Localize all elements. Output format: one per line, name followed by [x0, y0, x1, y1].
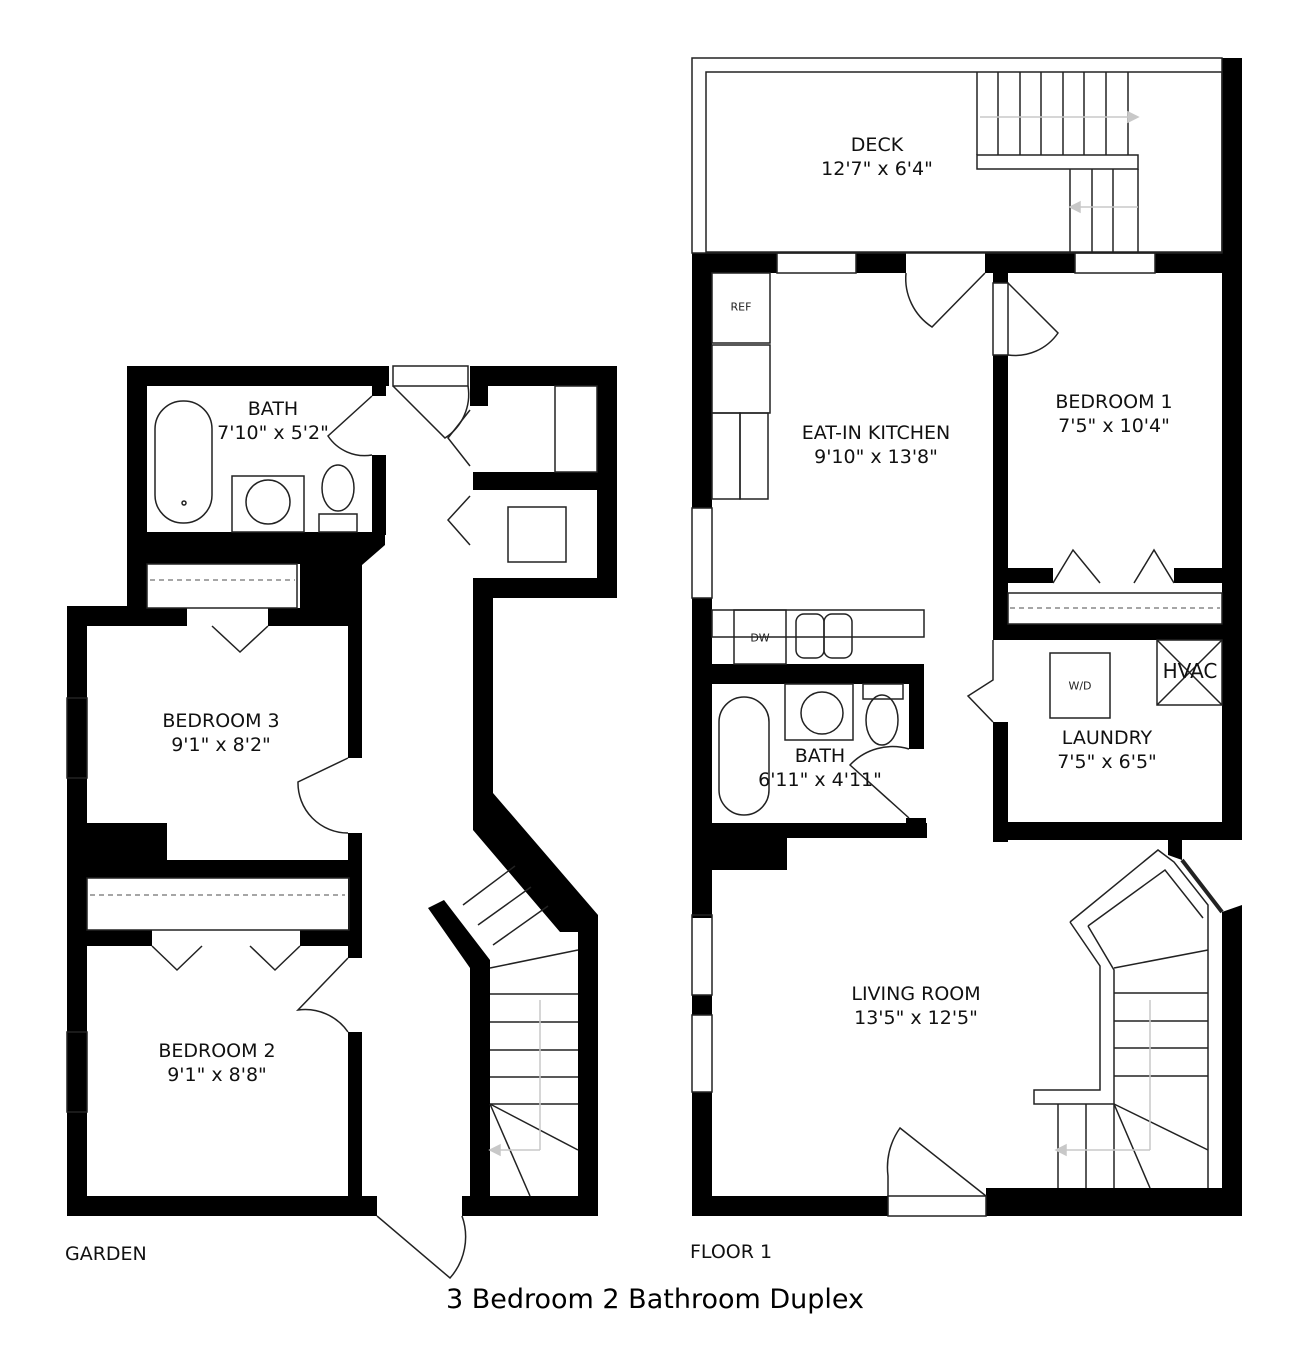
room-dims: 7'10" x 5'2"	[217, 422, 329, 444]
garden-floor	[67, 366, 617, 1216]
plan-title: 3 Bedroom 2 Bathroom Duplex	[445, 1284, 865, 1315]
floor-label-garden: GARDEN	[65, 1243, 147, 1265]
room-name: DECK	[850, 134, 904, 156]
room-label-living-room: LIVING ROOM 13'5" x 12'5"	[851, 982, 980, 1030]
room-dims: 7'5" x 10'4"	[1058, 415, 1170, 437]
room-name: LAUNDRY	[1061, 727, 1153, 749]
hvac-label: HVAC	[1162, 659, 1218, 683]
room-dims: 9'1" x 8'2"	[171, 734, 271, 756]
dishwasher-label: DW	[750, 631, 770, 645]
room-label-bedroom-3: BEDROOM 3 9'1" x 8'2"	[162, 709, 279, 757]
floor-label-floor-1: FLOOR 1	[690, 1241, 773, 1263]
room-dims: 9'1" x 8'8"	[167, 1064, 267, 1086]
room-name: EAT-IN KITCHEN	[801, 422, 951, 444]
room-name: BEDROOM 2	[158, 1040, 276, 1062]
room-name: BATH	[794, 745, 846, 767]
room-dims: 6'11" x 4'11"	[758, 769, 882, 791]
room-dims: 13'5" x 12'5"	[854, 1007, 978, 1029]
room-label-garden-bath: BATH 7'10" x 5'2"	[217, 397, 329, 445]
room-label-bedroom-1: BEDROOM 1 7'5" x 10'4"	[1055, 390, 1172, 438]
room-name: BEDROOM 3	[162, 710, 280, 732]
floor1	[692, 58, 1242, 1216]
room-name: BEDROOM 1	[1055, 391, 1173, 413]
room-name: BATH	[247, 398, 299, 420]
room-dims: 7'5" x 6'5"	[1057, 751, 1157, 773]
room-label-eat-in-kitchen: EAT-IN KITCHEN 9'10" x 13'8"	[802, 421, 950, 469]
floor1-linework	[691, 57, 1224, 1217]
room-label-laundry: LAUNDRY 7'5" x 6'5"	[1057, 726, 1157, 774]
room-label-deck: DECK 12'7" x 6'4"	[821, 133, 933, 181]
room-label-bedroom-2: BEDROOM 2 9'1" x 8'8"	[158, 1039, 275, 1087]
room-dims: 9'10" x 13'8"	[814, 446, 938, 468]
garden-linework	[66, 365, 598, 1280]
room-name: LIVING ROOM	[851, 983, 981, 1005]
washer-dryer-label: W/D	[1068, 679, 1092, 693]
room-label-floor1-bath: BATH 6'11" x 4'11"	[758, 744, 882, 792]
stair-arrows	[488, 110, 1151, 1157]
refrigerator-label: REF	[730, 300, 752, 314]
room-dims: 12'7" x 6'4"	[821, 158, 933, 180]
